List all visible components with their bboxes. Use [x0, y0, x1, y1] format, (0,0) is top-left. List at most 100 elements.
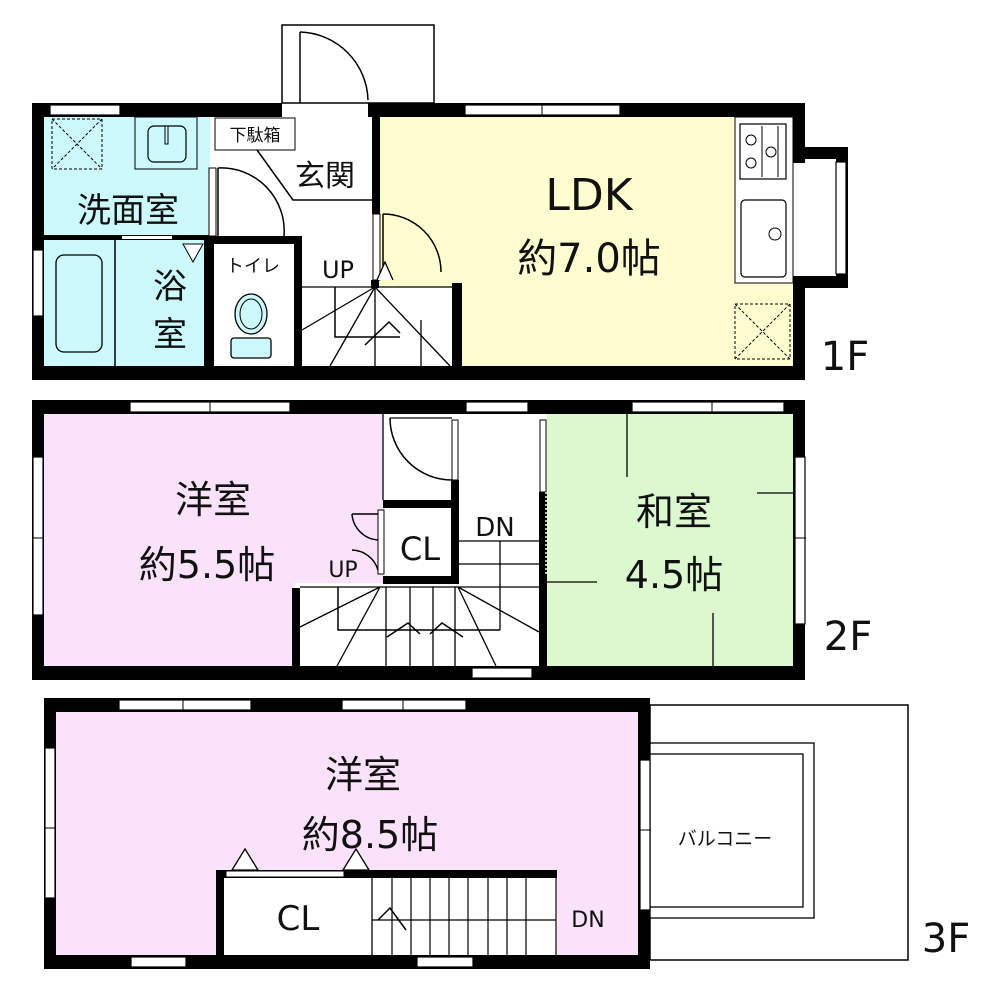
window — [341, 699, 467, 711]
stairs-1f — [301, 260, 452, 367]
door-frame — [372, 213, 381, 281]
wall — [204, 236, 214, 380]
stairs-area — [302, 287, 452, 366]
up-arrow — [376, 260, 394, 281]
door-swing — [389, 417, 453, 481]
window — [44, 747, 56, 899]
balcony-floor — [649, 753, 804, 908]
fridge-space — [734, 303, 791, 360]
faucet-icon — [164, 125, 169, 145]
stairs-down-label: DN — [475, 513, 514, 543]
window — [471, 667, 533, 679]
wall — [44, 955, 650, 969]
entrance-label: 玄関 — [295, 159, 355, 194]
window — [32, 249, 44, 317]
stairs-up-label: UP — [322, 256, 354, 284]
door-frame — [451, 419, 459, 481]
shoe-box-label: 下駄箱 — [230, 126, 281, 146]
japanese-room-label: 和室 — [636, 490, 712, 534]
closet-door — [225, 870, 345, 878]
toilet-seat — [239, 298, 263, 330]
stair-arrow — [377, 906, 407, 931]
wall — [372, 117, 380, 214]
window — [49, 104, 121, 116]
japanese-room-size: 4.5帖 — [625, 553, 723, 597]
wall — [32, 103, 44, 380]
wall — [452, 283, 462, 380]
wall — [294, 236, 302, 380]
wall — [32, 666, 805, 680]
balcony-label: バルコニー — [678, 828, 773, 850]
toilet-door-swing — [217, 167, 285, 237]
stairs-up-label: UP — [328, 558, 357, 583]
bathtub-icon — [55, 254, 103, 353]
door-frame — [208, 167, 217, 237]
western-room-2f-label: 洋室 — [175, 478, 251, 522]
wall — [292, 588, 300, 668]
floor-2-label: 2F — [824, 614, 872, 660]
floor-1-label: 1F — [821, 334, 869, 380]
ldk-label: LDK — [545, 170, 633, 221]
closet-door-arrow — [230, 847, 260, 871]
stairs-down-label: DN — [571, 908, 604, 933]
ldk-size-label: 約7.0帖 — [517, 236, 661, 282]
window — [835, 161, 847, 275]
stove-icon — [739, 123, 787, 180]
stair-arrow — [429, 622, 464, 638]
window — [794, 456, 806, 625]
burner — [765, 146, 777, 158]
burner — [745, 157, 757, 169]
window — [631, 401, 785, 413]
washroom-label: 洗面室 — [77, 191, 179, 231]
sliding-door — [539, 419, 547, 493]
wall — [32, 366, 805, 380]
porch — [281, 24, 435, 104]
wall — [793, 147, 848, 159]
western-room-2f-size: 約5.5帖 — [139, 543, 275, 587]
closet-label: CL — [400, 530, 440, 568]
bath-door — [122, 236, 172, 239]
floor-1: 洗面室 浴 室 トイレ 下駄箱 玄関 UP LDK 約7.0帖 1F — [32, 24, 869, 380]
bath-label-1: 浴 — [153, 267, 187, 307]
window — [416, 956, 474, 968]
entrance-door-swing — [299, 31, 369, 103]
floor-3: 洋室 約8.5帖 CL DN バルコニー 3F — [44, 698, 970, 969]
stairs-2f — [299, 540, 540, 667]
shoe-box — [214, 117, 296, 151]
stair-arrow — [386, 622, 421, 638]
wall — [793, 286, 805, 380]
newel-post — [371, 280, 379, 288]
kitchen-sink-icon — [740, 199, 787, 278]
window — [130, 956, 187, 968]
wall — [383, 500, 458, 508]
stair-arrow — [364, 320, 401, 346]
window — [32, 456, 44, 616]
wall — [383, 576, 458, 584]
drain — [768, 227, 782, 241]
closet-stairs-block — [223, 878, 557, 955]
floor-2: 洋室 約5.5帖 UP CL DN 和室 4.5帖 2F — [32, 400, 872, 680]
door-frame — [377, 509, 385, 575]
closet-door-arrow — [341, 847, 371, 871]
japanese-room-area — [547, 414, 793, 666]
entrance-step — [256, 149, 372, 201]
toilet-tank — [230, 337, 272, 359]
washer-space — [51, 118, 103, 170]
floor-3-label: 3F — [922, 916, 970, 962]
washer-cross — [51, 118, 103, 170]
wall — [204, 236, 302, 244]
western-room-3f-label: 洋室 — [325, 753, 401, 797]
closet-door-swing — [351, 513, 379, 571]
window — [639, 759, 651, 911]
bath-door-arrow — [182, 243, 204, 264]
kitchen-bay — [805, 159, 836, 276]
western-room-3f-size: 約8.5帖 — [302, 813, 438, 857]
wall — [216, 870, 224, 960]
burner — [745, 134, 757, 146]
window — [465, 401, 529, 413]
stairs-3f — [372, 878, 557, 955]
wall — [539, 492, 547, 666]
wall — [216, 870, 557, 878]
window — [118, 699, 252, 711]
